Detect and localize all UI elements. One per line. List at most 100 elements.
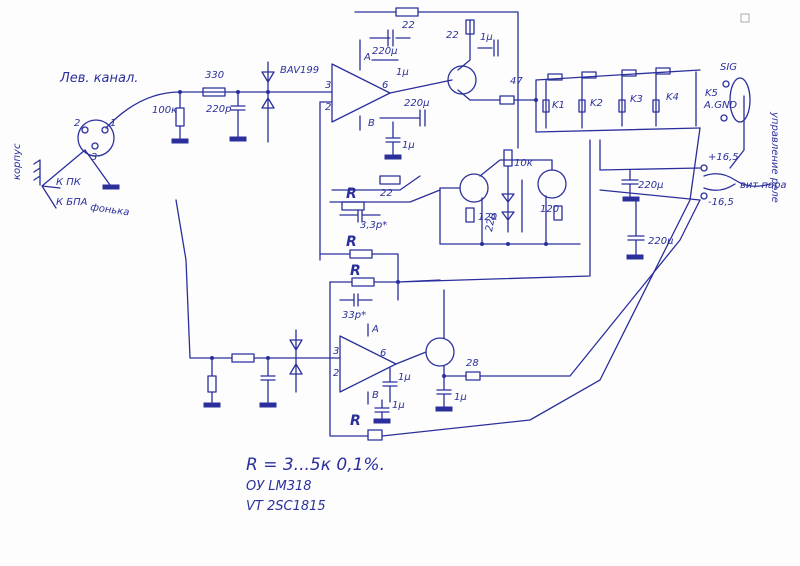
- r-10k-label: 10к: [514, 158, 533, 169]
- r-label-1: R: [346, 186, 357, 202]
- r-mid-network: [349, 249, 373, 259]
- r-28-label: 28: [466, 358, 479, 369]
- c-1u-bottom-a-label: 1μ: [398, 372, 411, 383]
- r-label-2: R: [346, 234, 357, 250]
- bottom-output-wire: [479, 199, 701, 377]
- label-kpk: К ПК: [56, 177, 82, 188]
- pin-2-label: 2: [74, 118, 80, 129]
- r-120-left: [465, 207, 475, 223]
- opamp-bottom-pin6: 6: [380, 348, 386, 359]
- transistor-source-left: [459, 173, 489, 203]
- supply-pos-label: +16,5: [708, 152, 739, 163]
- r-22-collector-label: 22: [446, 30, 459, 41]
- label-sig: SIG: [720, 62, 737, 73]
- c-33p-label: 33р*: [342, 310, 366, 321]
- gnd-100k: [171, 138, 189, 144]
- c-220u-bottom-label: 220μ: [404, 98, 429, 109]
- label-a-gnd: A.GND: [703, 100, 737, 111]
- r-330: [202, 87, 226, 97]
- r-22-top: [395, 7, 419, 17]
- twisted-pair-wires: [703, 173, 771, 191]
- gnd-c1u-mid: [384, 154, 402, 160]
- supply-neg-terminal: [700, 192, 708, 200]
- ladder-r2: [581, 71, 597, 79]
- c-1u-mid-label: 1μ: [402, 140, 415, 151]
- r-100k-label: 100к: [152, 105, 177, 116]
- note-transistor: VT 2SC1815: [246, 499, 326, 514]
- r-10k: [503, 149, 513, 167]
- r-bottom-feedback: [367, 429, 383, 441]
- c-1u-bottom-b: [374, 399, 390, 421]
- network-to-current-source: [319, 139, 591, 283]
- output-jack: [729, 77, 751, 123]
- opamp-top-pin3: 3: [325, 80, 331, 91]
- r-22-fb-label: 22: [380, 188, 393, 199]
- c-220u-supply-pos: [621, 169, 639, 199]
- c-220u-supply-neg-label: 220μ: [648, 236, 673, 247]
- shield-ground: [102, 184, 120, 190]
- c-33p-wires: [329, 281, 399, 307]
- chassis-ground-symbol: [33, 159, 41, 186]
- pin-1-label: 1: [110, 118, 116, 129]
- transistor-bottom: [425, 337, 455, 367]
- opamp-bottom: [339, 335, 397, 393]
- c-220u-supply-pos-label: 220μ: [638, 180, 663, 191]
- label-kbpa: К БПА: [56, 197, 88, 208]
- opamp-top-pin6: 6: [382, 80, 388, 91]
- r-22-top-label: 22: [402, 20, 415, 31]
- label-korpus: корпус: [12, 143, 23, 180]
- diode-bav199-top: [261, 61, 275, 143]
- r-top-network: [341, 201, 365, 211]
- opamp-bottom-node-a: A: [371, 324, 379, 335]
- label-fonsa: фонька: [90, 202, 130, 218]
- c-1u-bottom-b-label: 1μ: [392, 400, 405, 411]
- network-down: [329, 281, 399, 373]
- note-opamp: ОУ LM318: [246, 479, 312, 494]
- gnd-supply-neg: [626, 254, 644, 260]
- opamp-top: [331, 63, 391, 123]
- opamp-top-node-a: A: [363, 52, 371, 63]
- c-1u-emitter-label: 1μ: [454, 392, 467, 403]
- opamp-top-pin2: 2: [325, 102, 331, 113]
- relay-k3: K3: [630, 94, 643, 105]
- gnd-c1u-bottom: [373, 418, 391, 424]
- source-wires: [439, 159, 553, 245]
- r-330-label: 330: [205, 70, 224, 81]
- c-3p3-top-label: 3,3р*: [360, 220, 387, 231]
- supply-neg-label: -16,5: [708, 197, 734, 208]
- opamp-bottom-pin3: 3: [333, 346, 339, 357]
- diode-bav199-bottom: [289, 329, 303, 393]
- gnd-220p: [229, 136, 247, 142]
- c-bottom-comp: [379, 109, 426, 127]
- jack-pin-sig: [722, 80, 730, 88]
- relay-k4: K4: [666, 92, 679, 103]
- c-top-comp: [369, 29, 411, 61]
- jack-pin-gnd: [720, 114, 728, 122]
- ladder-r3: [621, 69, 637, 77]
- diode-label: BAV199: [280, 65, 319, 76]
- gnd-c-bottom-in: [259, 402, 277, 408]
- c-bottom-in: [260, 357, 276, 405]
- r-120-left-label: 120: [478, 212, 497, 223]
- c-1u-bottom-a: [382, 367, 398, 403]
- r-120-right-label: 120: [540, 204, 559, 215]
- r-47: [499, 95, 515, 105]
- opamp-bottom-pin2: 2: [333, 368, 339, 379]
- c-220u-top-label: 220μ: [372, 46, 397, 57]
- supply-wires: [599, 139, 701, 201]
- relay-k1: K1: [552, 100, 565, 111]
- r-bottom-in: [207, 375, 217, 393]
- r-label-3: R: [350, 263, 361, 279]
- r-22-collector: [465, 19, 475, 35]
- pin-3-label: 3: [91, 152, 97, 163]
- gnd-bottom-in: [203, 402, 221, 408]
- r-bottom-series: [231, 353, 255, 363]
- paper-mark: [740, 13, 750, 23]
- note-resistor-spec: R = 3...5к 0,1%.: [246, 455, 385, 475]
- transistor-source-right: [537, 169, 567, 199]
- bottom-feedback-wire: [329, 127, 701, 437]
- zener-string: [501, 165, 523, 233]
- r-bottom-network: [351, 277, 375, 287]
- c-1u-top-label: 1μ: [396, 67, 409, 78]
